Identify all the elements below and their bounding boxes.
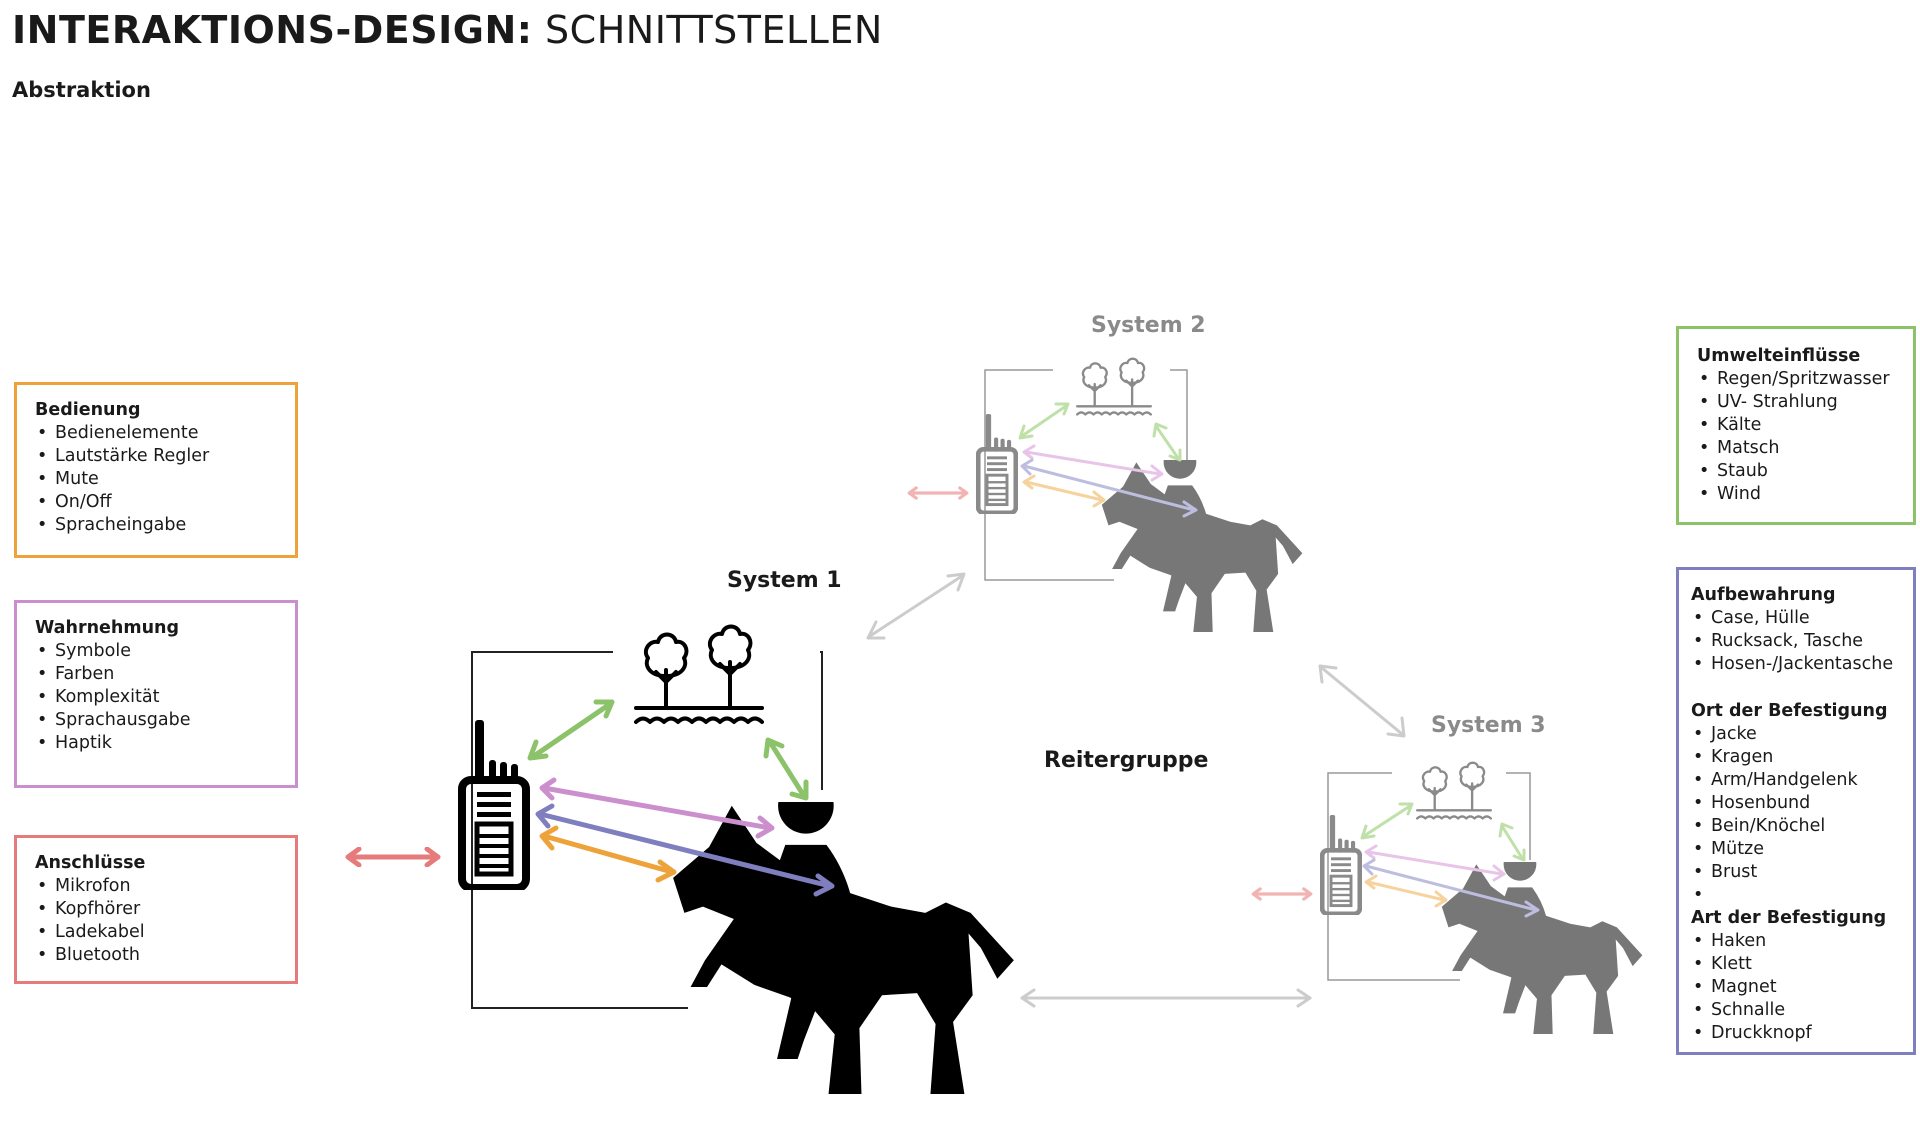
system-3-frame <box>1327 772 1531 981</box>
list-item: Klett <box>1691 953 1901 976</box>
box-list: HakenKlettMagnetSchnalleDruckknopf <box>1691 930 1901 1045</box>
list-item: Spracheingabe <box>35 514 277 537</box>
box-list: Case, HülleRucksack, TascheHosen-/Jacken… <box>1691 607 1901 676</box>
system-1 <box>348 624 1014 1095</box>
list-item: Hosen-/Jackentasche <box>1691 653 1901 676</box>
list-item: Hosenbund <box>1691 792 1901 815</box>
arrow-system1-system3 <box>1020 988 1312 1008</box>
box-list: Regen/SpritzwasserUV- StrahlungKälteMats… <box>1697 368 1895 506</box>
list-item: Haptik <box>35 732 277 755</box>
arrow-perception <box>1364 844 1506 882</box>
system-1-frame <box>471 651 823 1009</box>
system-3 <box>1253 761 1643 1035</box>
list-item: Staub <box>1697 460 1895 483</box>
page-subtitle: Abstraktion <box>12 78 151 102</box>
list-item: Sprachausgabe <box>35 709 277 732</box>
arrow-storage <box>535 803 835 897</box>
box-heading: Ort der Befestigung <box>1691 701 1888 721</box>
box-list: SymboleFarbenKomplexitätSprachausgabeHap… <box>35 640 277 755</box>
list-item: Magnet <box>1691 976 1901 999</box>
box-list: JackeKragenArm/HandgelenkHosenbundBein/K… <box>1691 723 1901 907</box>
arrow-perception <box>539 777 775 839</box>
system-2-frame <box>984 369 1188 581</box>
list-item: Jacke <box>1691 723 1901 746</box>
label-system-1: System 1 <box>727 568 842 593</box>
label-reitergruppe: Reitergruppe <box>1044 748 1209 773</box>
list-item: Wind <box>1697 483 1895 506</box>
box-heading: Art der Befestigung <box>1691 908 1887 928</box>
list-item: Ladekabel <box>35 921 277 944</box>
list-item: Bein/Knöchel <box>1691 815 1901 838</box>
arrow-system1-system2 <box>866 572 966 640</box>
rider-icon <box>673 802 1014 1095</box>
box-list: MikrofonKopfhörerLadekabelBluetooth <box>35 875 277 967</box>
list-item: On/Off <box>35 491 277 514</box>
title-light: SCHNITTSTELLEN <box>545 8 883 52</box>
arrow-radio-trees <box>1018 402 1070 440</box>
list-item: Arm/Handgelenk <box>1691 769 1901 792</box>
system-2 <box>909 357 1303 633</box>
box-wahrnehmung: Wahrnehmung SymboleFarbenKomplexitätSpra… <box>14 600 298 788</box>
arrow-radio-trees <box>1360 802 1414 840</box>
arrow-system2-system3 <box>1318 664 1406 738</box>
arrow-operation <box>539 825 677 883</box>
double-arrow-icon <box>348 849 438 865</box>
list-item: Symbole <box>35 640 277 663</box>
arrow-operation <box>1022 474 1106 508</box>
label-system-3: System 3 <box>1431 713 1546 738</box>
box-heading: Umwelteinflüsse <box>1697 346 1861 366</box>
list-item: Lautstärke Regler <box>35 445 277 468</box>
box-bedienung: Bedienung BedienelementeLautstärke Regle… <box>14 382 298 558</box>
box-heading: Anschlüsse <box>35 853 146 873</box>
radio-icon <box>978 414 1016 513</box>
box-aufbewahrung: Aufbewahrung Case, HülleRucksack, Tasche… <box>1676 567 1916 1055</box>
double-arrow-icon <box>909 488 967 498</box>
arrow-perception <box>1022 444 1164 482</box>
box-heading: Wahrnehmung <box>35 618 180 638</box>
arrow-storage <box>1362 858 1540 918</box>
list-item: Matsch <box>1697 437 1895 460</box>
list-item: Farben <box>35 663 277 686</box>
list-item: Mute <box>35 468 277 491</box>
list-item: Bluetooth <box>35 944 277 967</box>
list-item: Case, Hülle <box>1691 607 1901 630</box>
trees-icon <box>1076 357 1152 416</box>
list-item: Haken <box>1691 930 1901 953</box>
list-item: Brust <box>1691 861 1901 884</box>
arrow-trees-rider <box>1498 822 1526 862</box>
list-item: Schnalle <box>1691 999 1901 1022</box>
box-heading: Bedienung <box>35 400 141 420</box>
label-system-2: System 2 <box>1091 313 1206 338</box>
list-item: Rucksack, Tasche <box>1691 630 1901 653</box>
list-item: Kopfhörer <box>35 898 277 921</box>
box-anschluesse: Anschlüsse MikrofonKopfhörerLadekabelBlu… <box>14 835 298 984</box>
rider-icon <box>1441 862 1643 1035</box>
title-bold: INTERAKTIONS-DESIGN: <box>12 8 533 52</box>
list-item: Kälte <box>1697 414 1895 437</box>
list-item <box>1691 884 1901 907</box>
list-item: Regen/Spritzwasser <box>1697 368 1895 391</box>
list-item: Bedienelemente <box>35 422 277 445</box>
list-item: Druckknopf <box>1691 1022 1901 1045</box>
arrow-trees-rider <box>1152 422 1182 462</box>
list-item: Mütze <box>1691 838 1901 861</box>
trees-icon <box>634 624 764 724</box>
list-item: Komplexität <box>35 686 277 709</box>
box-heading: Aufbewahrung <box>1691 585 1836 605</box>
arrow-storage <box>1020 458 1198 518</box>
box-umwelteinfluesse: Umwelteinflüsse Regen/SpritzwasserUV- St… <box>1676 326 1916 525</box>
group-connections <box>866 572 1406 1008</box>
page-title: INTERAKTIONS-DESIGN: SCHNITTSTELLEN <box>12 8 883 52</box>
list-item: Mikrofon <box>35 875 277 898</box>
double-arrow-icon <box>1253 889 1311 899</box>
arrow-radio-trees <box>527 699 615 761</box>
box-list: BedienelementeLautstärke ReglerMuteOn/Of… <box>35 422 277 537</box>
arrow-operation <box>1364 874 1448 908</box>
list-item: Kragen <box>1691 746 1901 769</box>
list-item: UV- Strahlung <box>1697 391 1895 414</box>
trees-icon <box>1416 761 1492 820</box>
rider-icon <box>1101 460 1303 633</box>
arrow-trees-rider <box>763 737 809 801</box>
